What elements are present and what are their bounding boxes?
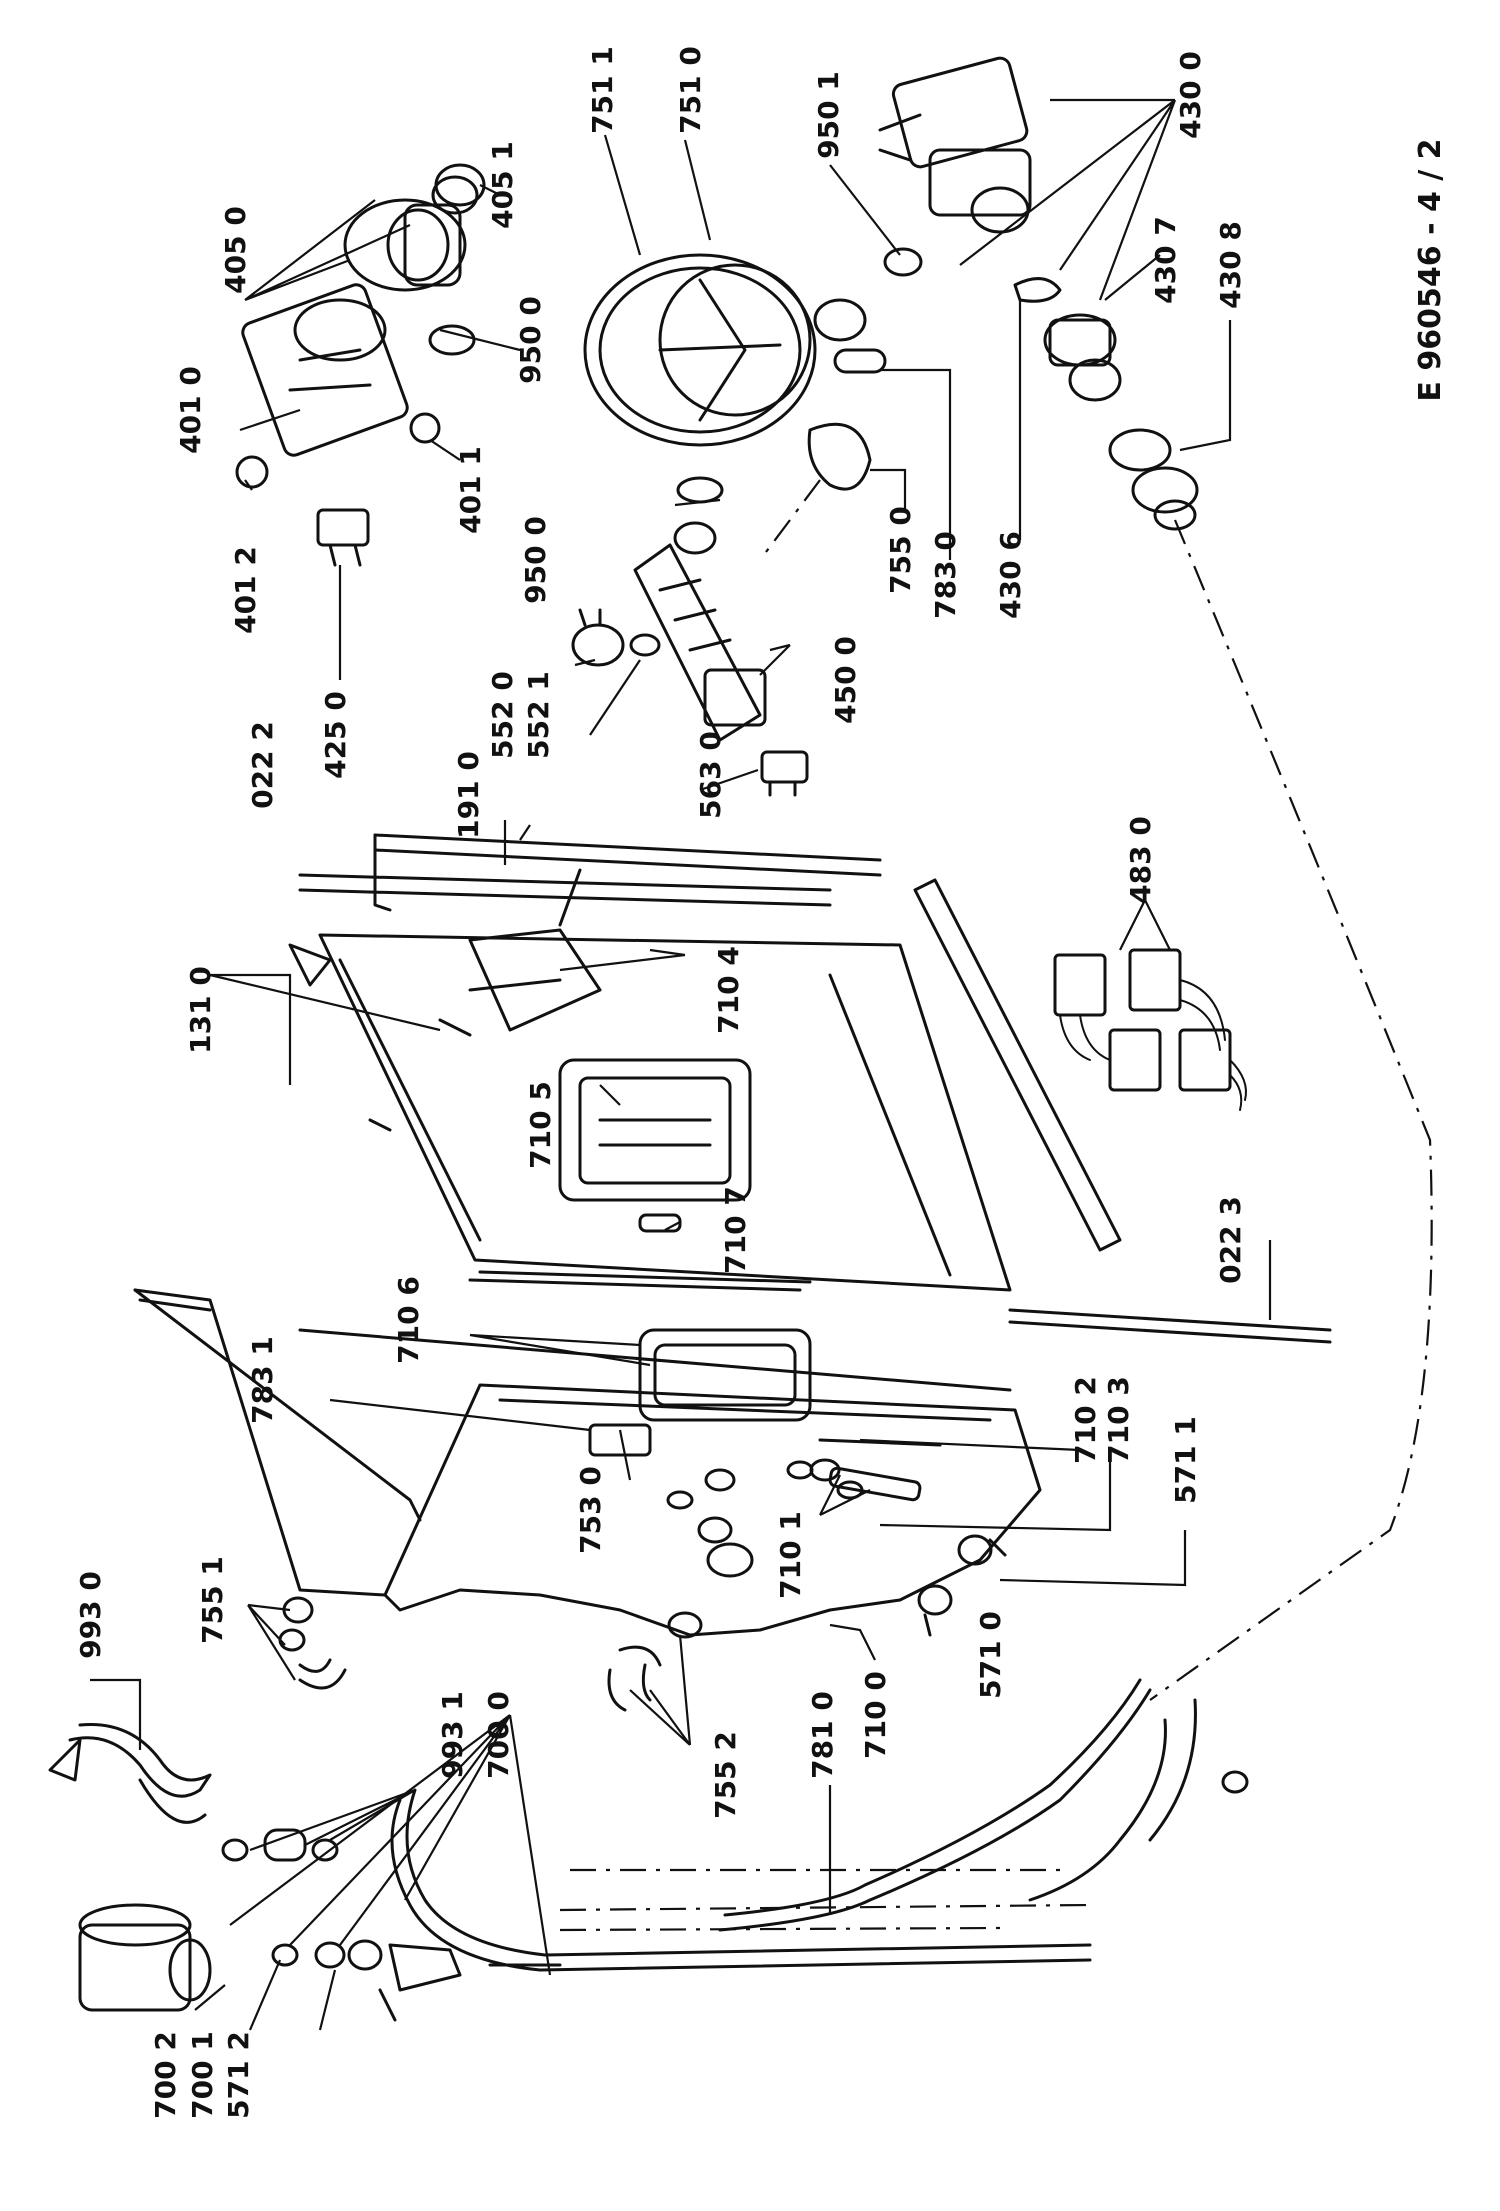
label-751-1: 751 1 — [586, 46, 619, 134]
label-781-0: 781 0 — [806, 1691, 839, 1779]
label-022-3: 022 3 — [1214, 1196, 1247, 1284]
switch-563 — [760, 750, 809, 797]
label-710-2: 710 2 — [1069, 1376, 1102, 1464]
part-labels: 405 0 405 1 950 0 401 0 401 1 401 2 950 … — [74, 46, 1247, 2119]
heater-element-450 — [633, 521, 767, 742]
reservoir-700-2 — [78, 1903, 212, 2012]
seal-ring-950-0-upper — [428, 324, 476, 356]
elbow-hose-755-0 — [807, 422, 872, 491]
label-710-5: 710 5 — [524, 1081, 557, 1169]
drawing-reference: E 960546 - 4 / 2 — [1413, 138, 1448, 401]
label-993-1: 993 1 — [436, 1691, 469, 1779]
hose-bend-993-0 — [48, 1722, 212, 1824]
frame-710-5 — [558, 1058, 752, 1202]
label-783-0: 783 0 — [929, 531, 962, 619]
elbow-hoses-755-1 — [278, 1596, 347, 1690]
label-022-2: 022 2 — [246, 721, 279, 809]
cap-401-2 — [235, 455, 269, 489]
pump-housing-405 — [343, 175, 479, 292]
label-401-1: 401 1 — [454, 446, 487, 534]
label-755-0: 755 0 — [884, 506, 917, 594]
label-950-0-upper: 950 0 — [514, 296, 547, 384]
seal-ring-950-1 — [883, 247, 923, 277]
label-753-0: 753 0 — [574, 1466, 607, 1554]
label-710-4: 710 4 — [712, 946, 745, 1034]
label-571-2: 571 2 — [222, 2031, 255, 2119]
adapter-430-7 — [1043, 313, 1122, 402]
valve-552 — [571, 608, 625, 667]
drain-hose-781-0 — [718, 1678, 1249, 1932]
sleeve-430-8 — [1108, 428, 1199, 531]
label-755-1: 755 1 — [196, 1556, 229, 1644]
label-700-0: 700 0 — [482, 1691, 515, 1779]
pump-body-401 — [241, 283, 409, 457]
label-191-0: 191 0 — [452, 751, 485, 839]
seal-ring-950-0-lower — [676, 476, 724, 504]
label-563-0: 563 0 — [694, 731, 727, 819]
gasket-frame-710-6 — [638, 1328, 812, 1422]
label-430-6: 430 6 — [994, 531, 1027, 619]
plug-710-7 — [638, 1213, 682, 1233]
seal-ring-405-1 — [434, 163, 486, 207]
label-401-2: 401 2 — [229, 546, 262, 634]
rail-022-2 — [298, 873, 832, 907]
valve-571-1 — [957, 1534, 1007, 1566]
label-783-1: 783 1 — [246, 1336, 279, 1424]
label-430-0: 430 0 — [1174, 51, 1207, 139]
cap-401-1 — [409, 412, 441, 444]
label-950-0-lower: 950 0 — [519, 516, 552, 604]
outer-frame-line — [133, 1270, 1012, 1597]
label-700-1: 700 1 — [186, 2031, 219, 2119]
motor-wheel-751 — [583, 253, 867, 447]
label-405-1: 405 1 — [486, 141, 519, 229]
label-710-7: 710 7 — [719, 1186, 752, 1274]
label-552-1: 552 1 — [522, 671, 555, 759]
door-panel-710 — [383, 1383, 1042, 1637]
label-450-0: 450 0 — [829, 636, 862, 724]
base-frame-191 — [373, 833, 882, 912]
label-710-0: 710 0 — [859, 1671, 892, 1759]
label-131-0: 131 0 — [184, 966, 217, 1054]
label-552-0: 552 0 — [486, 671, 519, 759]
label-430-8: 430 8 — [1214, 221, 1247, 309]
clips-993-1 — [221, 1828, 339, 1862]
bracket-131 — [288, 943, 472, 1132]
tub-base-plate — [318, 868, 1012, 1292]
duct-710-4 — [468, 928, 602, 1032]
label-751-0: 751 0 — [674, 46, 707, 134]
fittings-700-1 — [271, 1939, 383, 1971]
label-710-6: 710 6 — [392, 1276, 425, 1364]
label-710-3: 710 3 — [1102, 1376, 1135, 1464]
sensor-425 — [316, 508, 370, 567]
motor-430 — [878, 56, 1032, 234]
side-rail-022-3 — [913, 878, 1332, 1344]
label-950-1: 950 1 — [812, 71, 845, 159]
gasket-430-6 — [1013, 277, 1062, 303]
label-571-0: 571 0 — [974, 1611, 1007, 1699]
valve-571-0 — [917, 1584, 953, 1637]
label-571-1: 571 1 — [1169, 1416, 1202, 1504]
label-700-2: 700 2 — [149, 2031, 182, 2119]
label-710-1: 710 1 — [774, 1511, 807, 1599]
label-401-0: 401 0 — [174, 366, 207, 454]
connectors-483 — [1053, 948, 1247, 1111]
valve-571-2 — [378, 1943, 462, 2022]
seal-552-1 — [629, 633, 661, 657]
label-430-7: 430 7 — [1149, 216, 1182, 304]
label-425-0: 425 0 — [319, 691, 352, 779]
label-993-0: 993 0 — [74, 1571, 107, 1659]
label-405-0: 405 0 — [219, 206, 252, 294]
label-755-2: 755 2 — [709, 1731, 742, 1819]
tube-783-0 — [833, 348, 887, 374]
label-483-0: 483 0 — [1124, 816, 1157, 904]
elbow-hoses-755-2 — [607, 1611, 703, 1712]
sensor-710-1 — [809, 1458, 922, 1502]
